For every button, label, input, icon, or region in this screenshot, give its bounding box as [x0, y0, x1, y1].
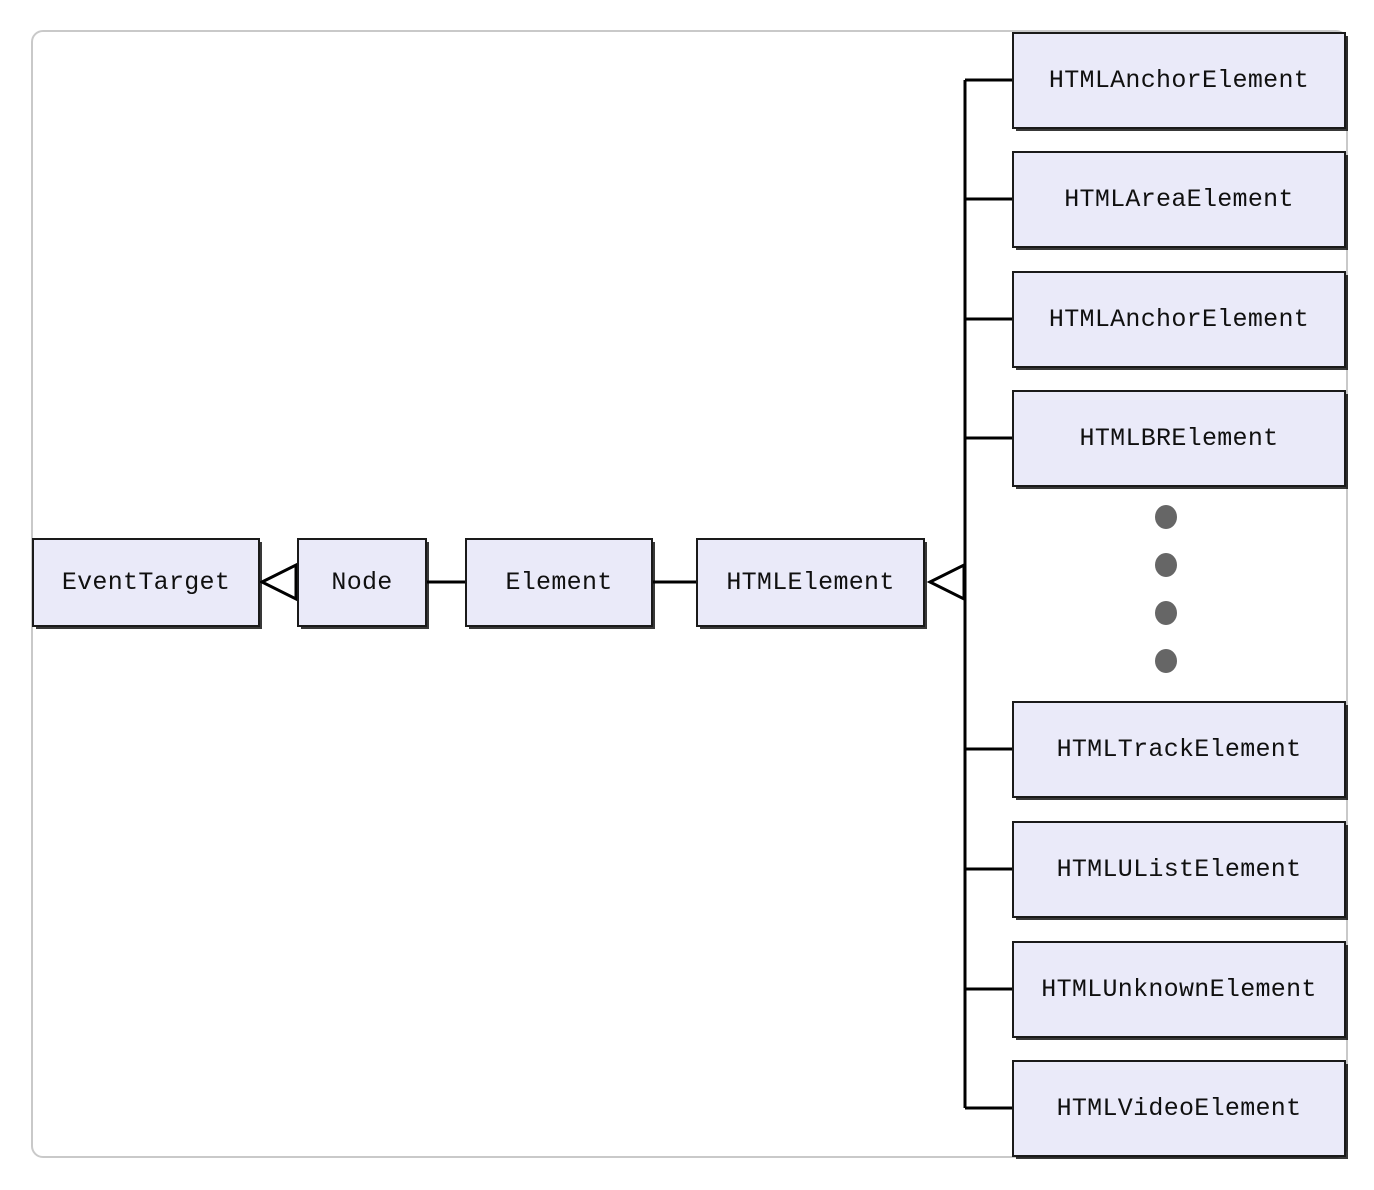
class-label: HTMLTrackElement	[1056, 735, 1302, 764]
class-label: HTMLVideoElement	[1056, 1094, 1302, 1123]
inheritance-arrowhead-htmlelement	[926, 562, 966, 602]
vertical-ellipsis-icon	[1155, 505, 1195, 685]
class-label: HTMLAnchorElement	[1048, 305, 1310, 334]
class-box-htmlbrelement[interactable]: HTMLBRElement	[1012, 390, 1346, 487]
class-box-htmlunknownelement[interactable]: HTMLUnknownElement	[1012, 941, 1346, 1038]
ellipsis-dot	[1155, 601, 1177, 625]
ellipsis-dot	[1155, 505, 1177, 529]
class-box-htmltrackelement[interactable]: HTMLTrackElement	[1012, 701, 1346, 798]
class-box-htmlelement[interactable]: HTMLElement	[696, 538, 925, 627]
class-label: HTMLBRElement	[1079, 424, 1279, 453]
ellipsis-dot	[1155, 649, 1177, 673]
ellipsis-dot	[1155, 553, 1177, 577]
class-label: HTMLAreaElement	[1064, 185, 1294, 214]
class-box-htmlvideoelement[interactable]: HTMLVideoElement	[1012, 1060, 1346, 1157]
class-label: HTMLElement	[726, 568, 895, 597]
class-box-htmlanchorelement-2[interactable]: HTMLAnchorElement	[1012, 271, 1346, 368]
inheritance-arrowhead-eventtarget	[258, 562, 298, 602]
class-label: EventTarget	[61, 568, 231, 597]
class-label: HTMLAnchorElement	[1048, 66, 1310, 95]
class-label: Node	[331, 568, 393, 597]
class-box-eventtarget[interactable]: EventTarget	[32, 538, 260, 627]
class-box-htmlanchorelement-1[interactable]: HTMLAnchorElement	[1012, 32, 1346, 129]
class-box-element[interactable]: Element	[465, 538, 653, 627]
class-label: Element	[505, 568, 613, 597]
class-box-htmlareaelement[interactable]: HTMLAreaElement	[1012, 151, 1346, 248]
class-label: HTMLUnknownElement	[1041, 975, 1317, 1004]
class-box-node[interactable]: Node	[297, 538, 427, 627]
class-label: HTMLUListElement	[1056, 855, 1302, 884]
class-box-htmlulistelement[interactable]: HTMLUListElement	[1012, 821, 1346, 918]
